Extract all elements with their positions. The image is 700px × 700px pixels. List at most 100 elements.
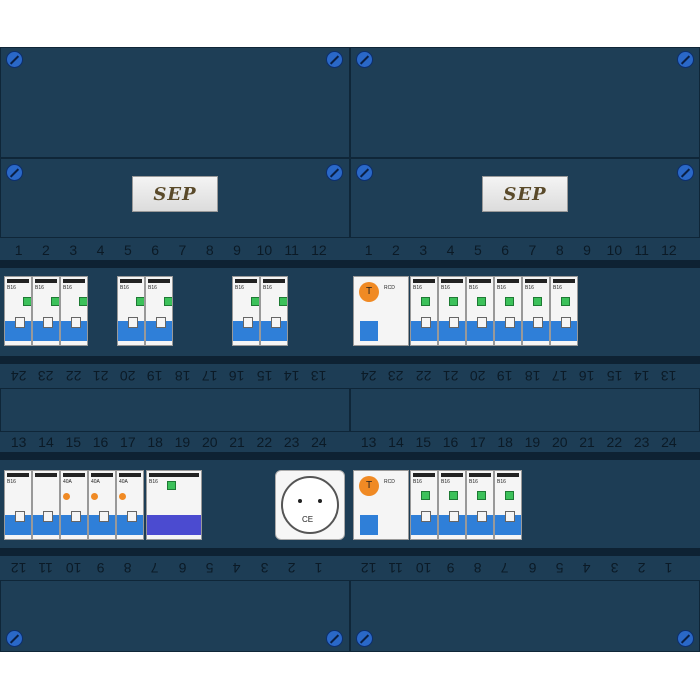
left-middle-cover (0, 388, 350, 432)
slot-number: 22 (415, 368, 432, 384)
breaker-rating: B16 (148, 285, 157, 291)
breaker-rating: B16 (7, 285, 16, 291)
din-rail (0, 548, 700, 556)
rcbo-breaker[interactable]: 40A (60, 470, 88, 540)
slot-number: 6 (151, 242, 160, 258)
rcbo-breaker[interactable]: 40A (116, 470, 144, 540)
logo-text: SEP (503, 183, 547, 205)
slot-number: 23 (633, 434, 650, 450)
slot-number: 14 (38, 434, 54, 450)
screw-icon (326, 164, 343, 181)
sep-logo: SEP (482, 176, 568, 212)
slot-number: 20 (201, 434, 218, 450)
slot-number: 12 (661, 242, 677, 258)
test-button-icon[interactable]: T (359, 282, 379, 302)
circuit-breaker[interactable]: B16 (410, 470, 438, 540)
slot-number: 19 (174, 434, 191, 450)
breaker-rating: B16 (63, 285, 72, 291)
circuit-breaker[interactable]: B16 (260, 276, 288, 346)
slot-number: 14 (633, 368, 650, 384)
circuit-breaker[interactable]: B16 (438, 276, 466, 346)
breaker-rating: 40A (63, 479, 72, 485)
slot-number: 7 (501, 560, 510, 576)
socket-icon (281, 476, 339, 534)
din-rail (0, 452, 700, 460)
circuit-breaker[interactable]: B16 (4, 276, 32, 346)
slot-number: 22 (606, 434, 623, 450)
slot-number: 17 (470, 434, 486, 450)
circuit-breaker[interactable]: B16 (60, 276, 88, 346)
circuit-breaker[interactable]: B16 (145, 276, 173, 346)
circuit-breaker[interactable]: B16 (466, 470, 494, 540)
breaker-rating: B16 (525, 285, 534, 291)
power-outlet[interactable]: CE (275, 470, 345, 540)
slot-number: 20 (551, 434, 568, 450)
slot-number: 9 (446, 560, 455, 576)
screw-icon (6, 51, 23, 68)
circuit-breaker[interactable]: B16 (550, 276, 578, 346)
slot-number: 7 (178, 242, 187, 258)
slot-number: 3 (260, 560, 269, 576)
rcd-main-switch[interactable]: T RCD (353, 276, 409, 346)
screw-icon (326, 630, 343, 647)
circuit-breaker[interactable]: B16 (438, 470, 466, 540)
slot-number: 8 (205, 242, 214, 258)
slot-number: 11 (388, 560, 404, 576)
circuit-breaker[interactable]: B16 (466, 276, 494, 346)
slot-number: 18 (147, 434, 163, 450)
circuit-breaker[interactable]: B16 (232, 276, 260, 346)
slot-number: 20 (470, 368, 486, 384)
slot-number: 19 (524, 434, 541, 450)
slot-number: 16 (229, 368, 245, 384)
slot-number: 2 (287, 560, 296, 576)
circuit-breaker[interactable]: B16 (32, 276, 60, 346)
slot-number: 8 (123, 560, 132, 576)
slot-number: 21 (92, 368, 109, 384)
rcd-main-switch[interactable]: T RCD (353, 470, 409, 540)
slot-number: 12 (360, 560, 377, 576)
breaker-rating: B16 (469, 479, 478, 485)
rcd-label: RCD (384, 285, 395, 291)
circuit-breaker[interactable]: B16 (4, 470, 32, 540)
circuit-breaker[interactable]: B16 (410, 276, 438, 346)
rcd-label: RCD (384, 479, 395, 485)
circuit-breaker[interactable] (32, 470, 60, 540)
screw-icon (326, 51, 343, 68)
slot-number: 5 (205, 560, 214, 576)
test-button-icon[interactable]: T (359, 476, 379, 496)
breaker-rating: B16 (413, 285, 422, 291)
slot-number: 11 (284, 242, 299, 258)
circuit-breaker[interactable]: B16 (522, 276, 550, 346)
breaker-rating: B16 (441, 479, 450, 485)
slot-number: 9 (583, 242, 591, 258)
circuit-breaker[interactable]: B16 (146, 470, 202, 540)
slot-number: 13 (311, 368, 327, 384)
slot-number: 5 (555, 560, 564, 576)
slot-number: 18 (174, 368, 191, 384)
screw-icon (677, 630, 694, 647)
breaker-rating: B16 (235, 285, 244, 291)
slot-number: 3 (69, 242, 78, 258)
slot-number: 24 (10, 368, 27, 384)
slot-number: 24 (311, 434, 327, 450)
slot-number: 15 (415, 434, 432, 450)
slot-number: 9 (233, 242, 241, 258)
circuit-breaker[interactable]: B16 (117, 276, 145, 346)
slot-number: 14 (388, 434, 404, 450)
circuit-breaker[interactable]: B16 (494, 470, 522, 540)
slot-number: 20 (120, 368, 136, 384)
slot-number: 2 (637, 560, 646, 576)
slot-number: 10 (65, 560, 82, 576)
rcbo-breaker[interactable]: 40A (88, 470, 116, 540)
screw-icon (677, 164, 694, 181)
logo-text: SEP (153, 183, 197, 205)
slot-number: 10 (256, 242, 273, 258)
slot-number: 5 (123, 242, 132, 258)
circuit-breaker[interactable]: B16 (494, 276, 522, 346)
